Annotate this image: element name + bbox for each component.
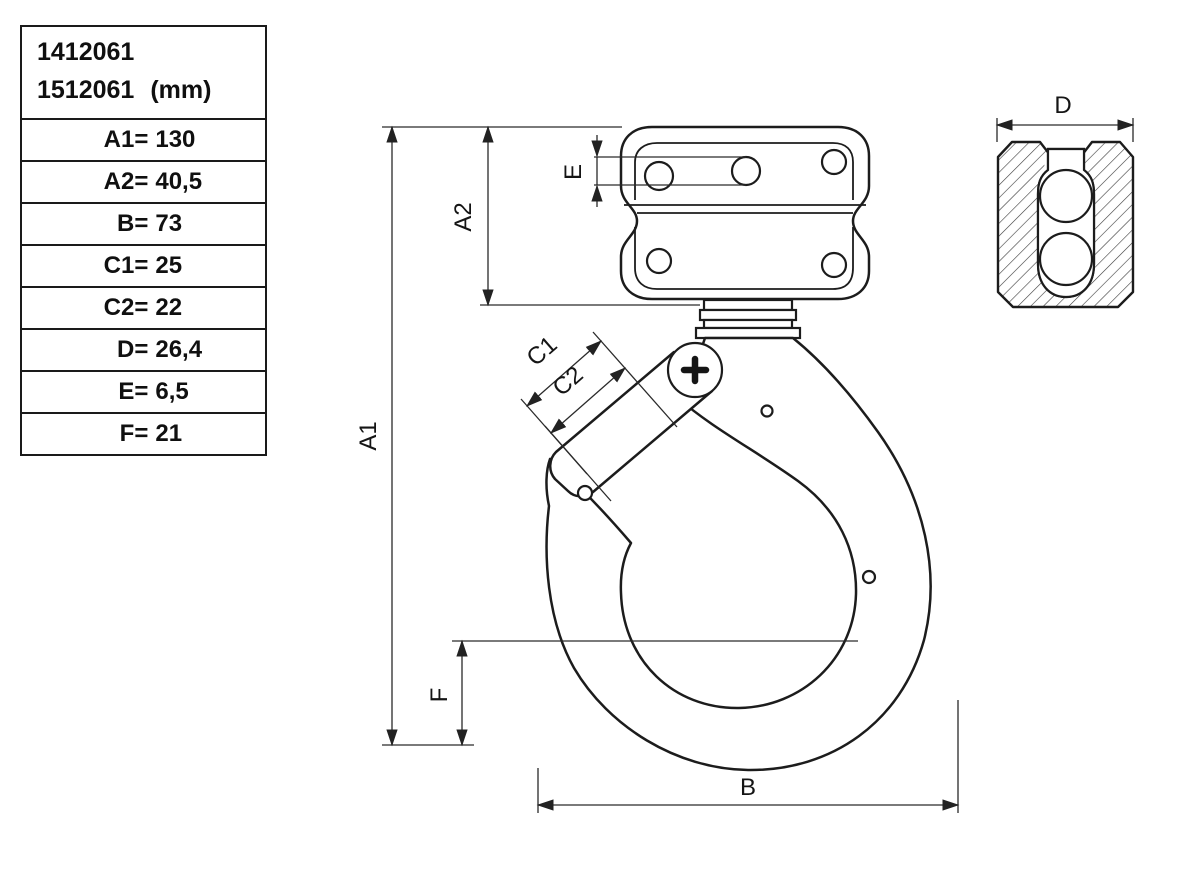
bracket-hole bbox=[645, 247, 673, 275]
bracket-hole bbox=[643, 160, 675, 192]
section-ball bbox=[1038, 231, 1094, 287]
hook-pin-hole bbox=[760, 404, 774, 418]
table-row: A1= 130 bbox=[22, 118, 265, 160]
dim-label-a1: A1 bbox=[355, 421, 382, 450]
dim-name: A2= bbox=[103, 168, 149, 195]
dim-label-e: E bbox=[560, 164, 587, 180]
dimension-table: 1412061 1512061 (mm) A1= 130 A2= 40,5 B=… bbox=[20, 25, 267, 456]
dim-value: 130 bbox=[155, 126, 196, 153]
dim-value: 26,4 bbox=[155, 336, 203, 363]
dim-name: A1= bbox=[103, 126, 149, 153]
dim-value: 40,5 bbox=[155, 168, 203, 195]
part-number-1: 1412061 bbox=[37, 38, 135, 66]
part-number-2: 1512061 bbox=[37, 75, 135, 104]
dim-name: E= bbox=[118, 378, 149, 405]
table-row: F= 21 bbox=[22, 412, 265, 454]
dim-label-c1: C1 bbox=[522, 331, 563, 372]
dim-value: 25 bbox=[155, 252, 183, 279]
dim-label-b: B bbox=[740, 774, 756, 801]
dim-value: 6,5 bbox=[155, 378, 189, 405]
dim-value: 21 bbox=[155, 420, 183, 447]
cross-section-view bbox=[996, 140, 1135, 309]
bracket-hole bbox=[820, 148, 848, 176]
table-row: C2= 22 bbox=[22, 286, 265, 328]
safety-latch bbox=[549, 350, 714, 502]
hook-pin-hole bbox=[861, 569, 877, 585]
dim-label-c2: C2 bbox=[548, 361, 589, 402]
bracket-hole bbox=[730, 155, 762, 187]
dim-label-d: D bbox=[1054, 92, 1071, 119]
dim-value: 22 bbox=[155, 294, 183, 321]
table-row: B= 73 bbox=[22, 202, 265, 244]
dim-value: 73 bbox=[155, 210, 183, 237]
unit-label: (mm) bbox=[150, 75, 212, 104]
section-ball bbox=[1038, 168, 1094, 224]
dim-name: F= bbox=[119, 420, 149, 447]
latch-rivet-hole bbox=[576, 484, 594, 502]
dim-name: C1= bbox=[103, 252, 149, 279]
dim-label-a2: A2 bbox=[450, 202, 477, 231]
swivel-collar bbox=[694, 298, 802, 340]
clevis-bracket bbox=[619, 125, 871, 301]
table-row: C1= 25 bbox=[22, 244, 265, 286]
part-number-block: 1412061 1512061 (mm) bbox=[22, 27, 265, 118]
hook-body bbox=[545, 336, 932, 772]
dim-name: B= bbox=[117, 210, 149, 237]
dim-line-c2 bbox=[549, 367, 627, 434]
dim-name: D= bbox=[117, 336, 149, 363]
table-row: D= 26,4 bbox=[22, 328, 265, 370]
table-row: E= 6,5 bbox=[22, 370, 265, 412]
dim-label-f: F bbox=[426, 688, 453, 703]
bracket-hole bbox=[820, 251, 848, 279]
dim-name: C2= bbox=[103, 294, 149, 321]
latch-pivot-screw bbox=[666, 341, 724, 399]
table-row: A2= 40,5 bbox=[22, 160, 265, 202]
